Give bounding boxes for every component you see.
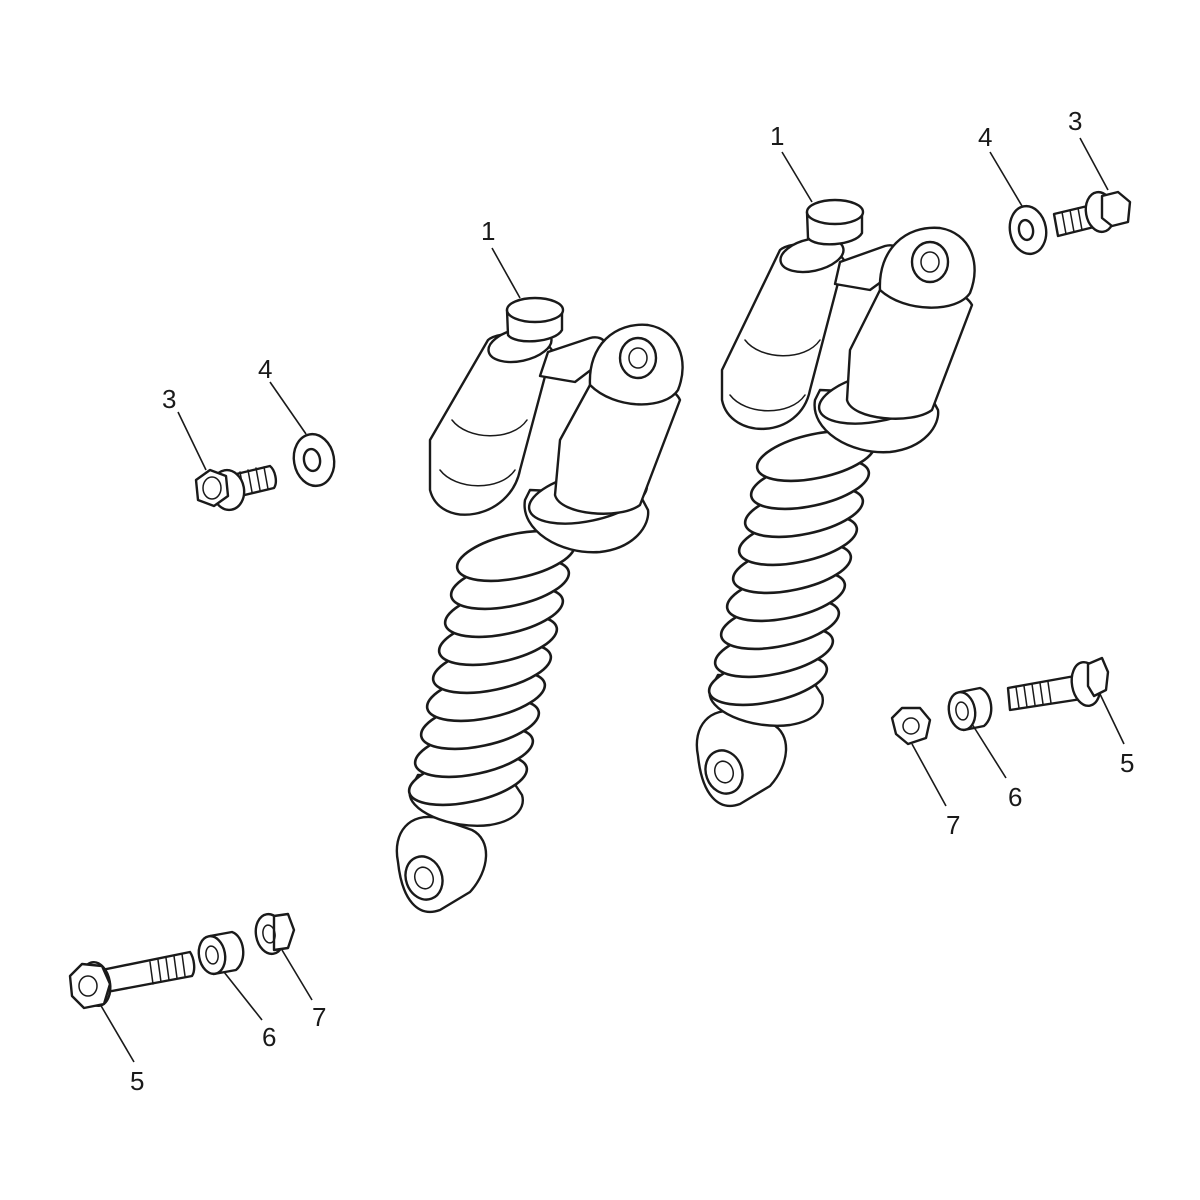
right-lower-flange-bolt-icon	[1006, 656, 1110, 712]
callout-right-bolt-lower: 5	[1120, 748, 1134, 778]
callout-labels: 1 1 3 4 4 3 5 6 7 5 6 7	[130, 106, 1134, 1096]
callout-right-shock: 1	[770, 121, 784, 151]
right-lower-spacer-icon	[947, 686, 993, 732]
left-spring-icon	[407, 529, 577, 807]
left-upper-washer-icon	[292, 432, 336, 488]
callout-left-bolt-upper: 3	[162, 384, 176, 414]
right-spring-icon	[707, 429, 877, 707]
right-upper-washer-icon	[1008, 204, 1048, 256]
left-shock-absorber-icon	[395, 296, 684, 913]
callout-left-spacer: 6	[262, 1022, 276, 1052]
right-shock-absorber-icon	[695, 198, 976, 807]
left-lower-spacer-icon	[197, 930, 245, 976]
callout-right-nut: 7	[946, 810, 960, 840]
left-upper-flange-bolt-icon	[194, 464, 278, 512]
left-lower-flange-nut-icon	[254, 912, 296, 956]
callout-left-nut: 7	[312, 1002, 326, 1032]
callout-left-shock: 1	[481, 216, 495, 246]
callout-right-bolt-upper: 3	[1068, 106, 1082, 136]
callout-left-washer: 4	[258, 354, 272, 384]
right-lower-flange-nut-icon	[890, 706, 932, 746]
callout-left-bolt-lower: 5	[130, 1066, 144, 1096]
callout-right-spacer: 6	[1008, 782, 1022, 812]
left-lower-flange-bolt-icon	[68, 950, 196, 1010]
leader-lines	[99, 137, 1125, 1063]
callout-right-washer: 4	[978, 122, 992, 152]
right-upper-flange-bolt-icon	[1052, 190, 1132, 238]
